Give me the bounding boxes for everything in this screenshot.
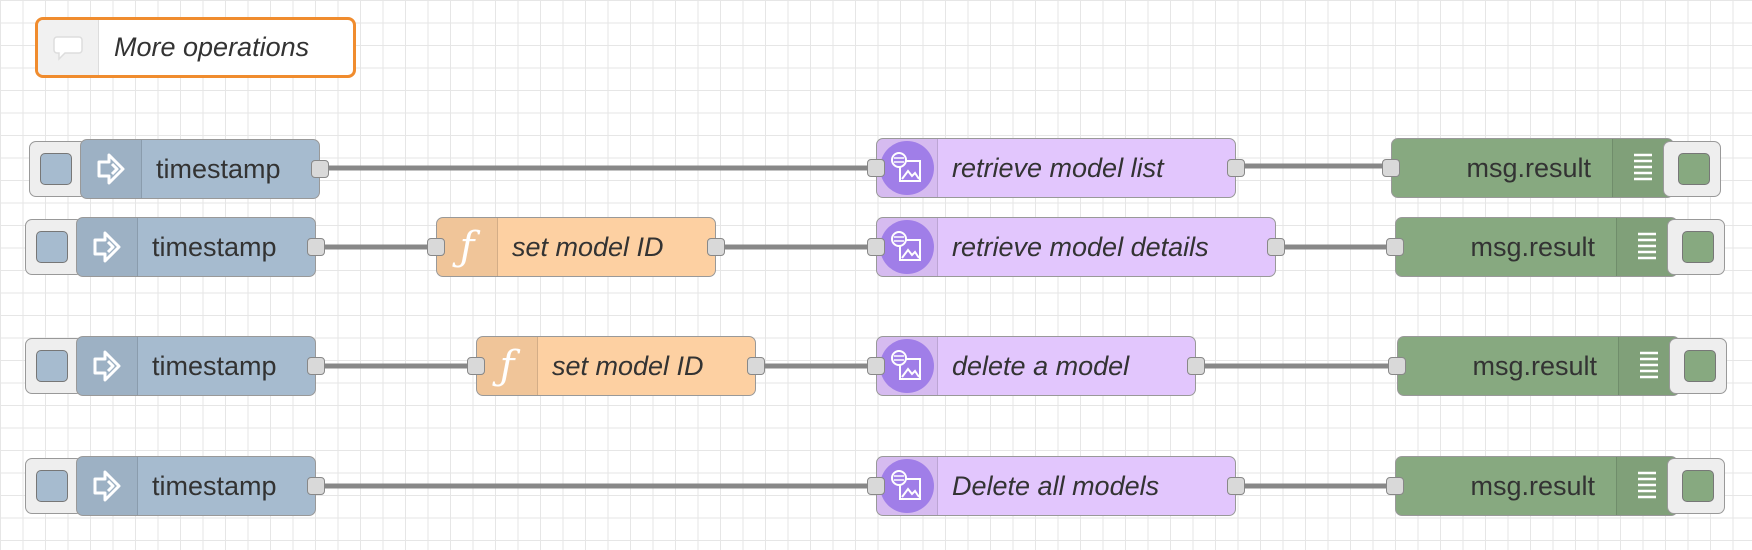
debug-label: msg.result [1470,470,1595,501]
service-node[interactable]: delete a model [867,336,1205,396]
inject-node[interactable]: timestamp [76,336,325,396]
inject-button-inner[interactable] [36,350,68,382]
comment-label: More operations [114,32,310,62]
function-node[interactable]: ƒ set model ID [467,336,765,396]
image-classify-icon [877,218,938,276]
inject-label: timestamp [156,153,281,184]
debug-node[interactable]: msg.result [1382,138,1674,198]
output-port[interactable] [307,238,325,256]
output-port[interactable] [311,160,329,178]
list-lines-icon [1616,218,1677,276]
inject-node[interactable]: timestamp [76,217,325,277]
output-port[interactable] [307,357,325,375]
input-port[interactable] [867,159,885,177]
inject-button-inner[interactable] [40,153,72,185]
input-port[interactable] [867,357,885,375]
inject-label: timestamp [152,350,277,381]
input-port[interactable] [1388,357,1406,375]
output-port[interactable] [707,238,725,256]
debug-node[interactable]: msg.result [1386,217,1678,277]
output-port[interactable] [1267,238,1285,256]
inject-button[interactable] [25,458,83,514]
debug-node[interactable]: msg.result [1388,336,1680,396]
output-port[interactable] [1227,159,1245,177]
image-classify-icon [877,337,938,395]
arrow-in-icon [77,337,138,395]
input-port[interactable] [1382,159,1400,177]
debug-toggle-button[interactable] [1667,219,1725,275]
input-port[interactable] [1386,477,1404,495]
service-label: Delete all models [952,470,1160,501]
output-port[interactable] [747,357,765,375]
debug-node[interactable]: msg.result [1386,456,1678,516]
inject-node[interactable]: timestamp [76,456,325,516]
output-port[interactable] [1187,357,1205,375]
debug-label: msg.result [1470,231,1595,262]
input-port[interactable] [427,238,445,256]
debug-toggle-inner[interactable] [1682,470,1714,502]
debug-toggle-button[interactable] [1669,338,1727,394]
image-classify-icon [877,457,938,515]
image-classify-icon [877,139,938,197]
inject-label: timestamp [152,231,277,262]
inject-button[interactable] [25,219,83,275]
debug-label: msg.result [1472,350,1597,381]
function-label: set model ID [552,350,704,381]
function-icon: ƒ [477,337,538,395]
debug-toggle-inner[interactable] [1684,350,1716,382]
debug-toggle-button[interactable] [1667,458,1725,514]
inject-node[interactable]: timestamp [80,139,329,199]
inject-button[interactable] [25,338,83,394]
function-label: set model ID [512,231,664,262]
comment-node[interactable]: More operations [35,17,356,78]
list-lines-icon [1618,337,1679,395]
service-node[interactable]: retrieve model details [867,217,1285,277]
inject-button-inner[interactable] [36,231,68,263]
input-port[interactable] [467,357,485,375]
list-lines-icon [1616,457,1677,515]
inject-button-inner[interactable] [36,470,68,502]
input-port[interactable] [1386,238,1404,256]
list-lines-icon [1612,139,1673,197]
output-port[interactable] [1227,477,1245,495]
debug-toggle-button[interactable] [1663,141,1721,197]
output-port[interactable] [307,477,325,495]
inject-label: timestamp [152,470,277,501]
arrow-in-icon [81,140,142,198]
service-node[interactable]: Delete all models [867,456,1245,516]
service-label: delete a model [952,350,1130,381]
function-icon: ƒ [437,218,498,276]
debug-toggle-inner[interactable] [1682,231,1714,263]
inject-button[interactable] [29,141,87,197]
speech-bubble-icon [38,20,99,75]
arrow-in-icon [77,457,138,515]
arrow-in-icon [77,218,138,276]
service-node[interactable]: retrieve model list [867,138,1245,198]
input-port[interactable] [867,477,885,495]
service-label: retrieve model list [952,152,1164,183]
service-label: retrieve model details [952,231,1209,262]
debug-toggle-inner[interactable] [1678,153,1710,185]
function-node[interactable]: ƒ set model ID [427,217,725,277]
input-port[interactable] [867,238,885,256]
debug-label: msg.result [1466,152,1591,183]
